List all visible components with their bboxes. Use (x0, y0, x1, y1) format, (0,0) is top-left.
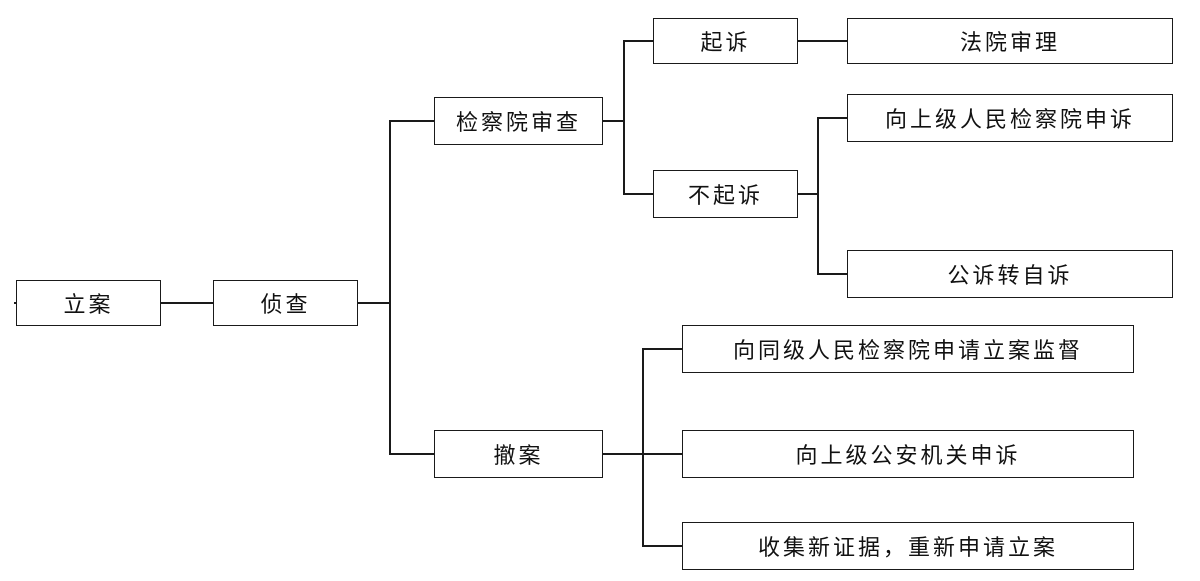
connector-chean-branches (642, 348, 682, 547)
node-shouji-xin-zhengju: 收集新证据，重新申请立案 (682, 522, 1134, 570)
node-lian: 立案 (16, 280, 161, 326)
node-shangji-gongan-shensu: 向上级公安机关申诉 (682, 430, 1134, 478)
node-chean: 撤案 (434, 430, 603, 478)
node-gongsu-zhuan-zisu: 公诉转自诉 (847, 250, 1173, 298)
node-zhencha: 侦查 (213, 280, 358, 326)
node-shangji-jianchayuan-shensu: 向上级人民检察院申诉 (847, 94, 1173, 142)
connector-zhencha-branches (389, 120, 434, 455)
node-tongji-jianchayuan-shenqing: 向同级人民检察院申请立案监督 (682, 325, 1134, 373)
connector-jcy-branches (623, 40, 653, 195)
node-jianchayuan-shencha: 检察院审查 (434, 97, 603, 145)
node-fayuan-shenli: 法院审理 (847, 18, 1173, 64)
node-qisu: 起诉 (653, 18, 798, 64)
connector-buqisu-branches (817, 117, 847, 275)
node-buqisu: 不起诉 (653, 170, 798, 218)
